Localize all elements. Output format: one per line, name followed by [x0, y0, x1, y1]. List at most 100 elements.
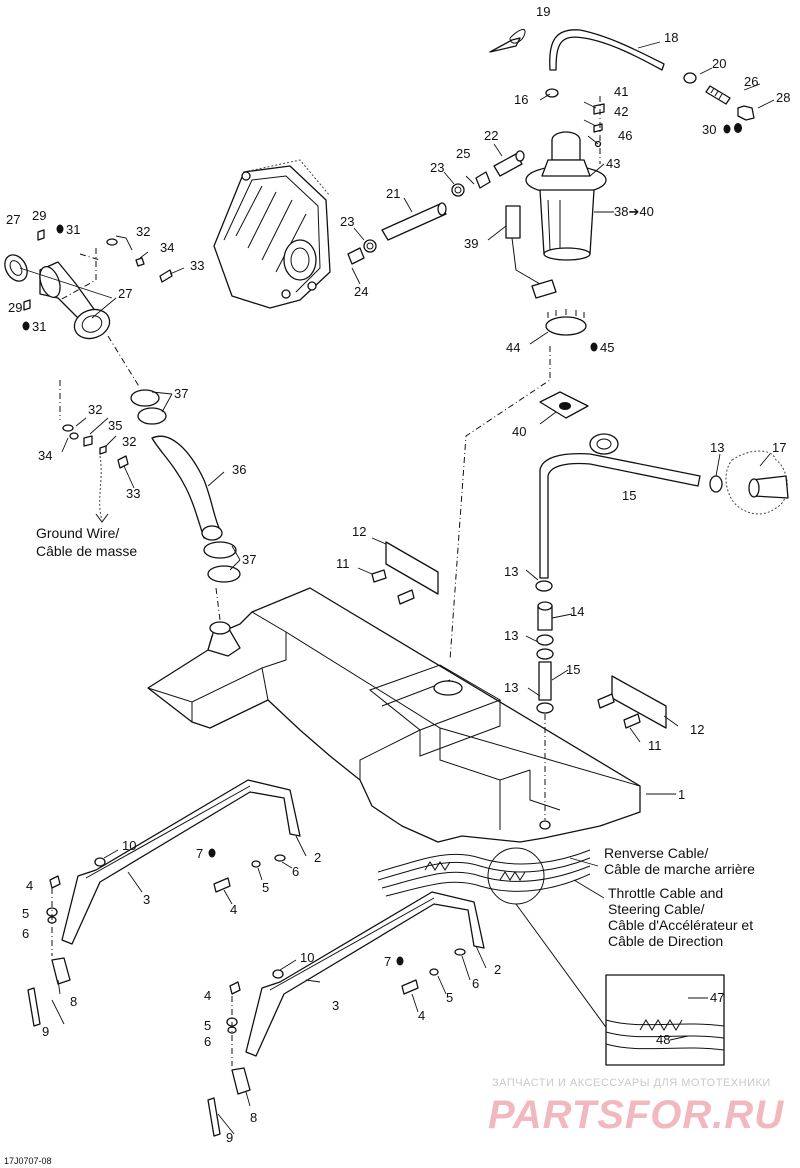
ground-wire-label-fr: Câble de masse: [36, 543, 137, 559]
callout-6: 6: [204, 1034, 211, 1049]
throttle-cable-label-2: Steering Cable/: [608, 901, 705, 917]
callout-4: 4: [26, 878, 33, 893]
callout-34: 34: [38, 448, 52, 463]
throttle-cable-label-3: Câble d'Accélérateur et: [608, 917, 753, 933]
callout-11: 11: [648, 738, 662, 753]
callout-2: 2: [494, 962, 501, 977]
callout-1: 1: [678, 787, 685, 802]
drop-icon: [208, 848, 216, 858]
callout-39: 39: [464, 236, 478, 251]
callout-21: 21: [386, 186, 400, 201]
callout-32: 32: [122, 434, 136, 449]
callout-33: 33: [190, 258, 204, 273]
callout-5: 5: [262, 880, 269, 895]
drawing-code: 17J0707-08: [4, 1156, 52, 1166]
leader-lines: [19, 41, 775, 1135]
callout-12: 12: [352, 524, 366, 539]
callout-5: 5: [446, 990, 453, 1005]
callout-33: 33: [126, 486, 140, 501]
strap-lower: [207, 891, 485, 1137]
callout-38-40: 38➔40: [614, 204, 654, 219]
callout-11: 11: [336, 556, 350, 571]
callout-42: 42: [614, 104, 628, 119]
detail-inset: [605, 974, 725, 1066]
callout-44: 44: [506, 340, 520, 355]
drop-icon: [396, 956, 404, 966]
callout-5: 5: [22, 906, 29, 921]
callout-9: 9: [42, 1024, 49, 1039]
throttle-cable-label-1: Throttle Cable and: [608, 885, 723, 901]
callout-28: 28: [776, 90, 790, 105]
callout-48: 48: [656, 1032, 670, 1047]
callout-13: 13: [504, 628, 518, 643]
reverse-cable-label-en: Renverse Cable/: [604, 845, 708, 861]
fuel-tank: [147, 587, 641, 843]
callout-40: 40: [512, 424, 526, 439]
callout-41: 41: [614, 84, 628, 99]
callout-19: 19: [536, 4, 550, 19]
callout-16: 16: [514, 92, 528, 107]
callout-20: 20: [712, 56, 726, 71]
callout-32: 32: [136, 224, 150, 239]
callout-15: 15: [566, 662, 580, 677]
cable-bundle: [377, 847, 609, 1031]
callout-13: 13: [504, 680, 518, 695]
callout-36: 36: [232, 462, 246, 477]
callout-23: 23: [430, 160, 444, 175]
callout-15: 15: [622, 488, 636, 503]
callout-8: 8: [250, 1110, 257, 1125]
callout-18: 18: [664, 30, 678, 45]
callout-23: 23: [340, 214, 354, 229]
callout-35: 35: [108, 418, 122, 433]
callout-37: 37: [174, 386, 188, 401]
callout-32: 32: [88, 402, 102, 417]
drop-icon: [22, 321, 30, 331]
bracket-12: [371, 541, 667, 729]
callout-14: 14: [570, 604, 584, 619]
callout-29: 29: [8, 300, 22, 315]
callout-8: 8: [70, 994, 77, 1009]
drop-icon: [56, 224, 64, 234]
callout-26: 26: [744, 74, 758, 89]
fuel-line: [535, 433, 789, 820]
callout-13: 13: [504, 564, 518, 579]
throttle-cable-label-4: Câble de Direction: [608, 933, 723, 949]
callout-6: 6: [292, 864, 299, 879]
drop-icon: [590, 342, 598, 352]
callout-29: 29: [32, 208, 46, 223]
ground-wire-label-en: Ground Wire/: [36, 525, 119, 541]
watermark-logo: PARTSFOR.RU: [488, 1093, 784, 1137]
callout-31: 31: [32, 319, 46, 334]
callout-9: 9: [226, 1130, 233, 1145]
vent-line: [489, 29, 755, 164]
callout-47: 47: [710, 990, 724, 1005]
callout-43: 43: [606, 156, 620, 171]
fuel-hose-21: [347, 150, 525, 265]
callout-37: 37: [242, 552, 256, 567]
callout-4: 4: [204, 988, 211, 1003]
callout-13: 13: [710, 440, 724, 455]
callout-4: 4: [230, 902, 237, 917]
intake-manifold: [213, 159, 331, 309]
callout-27: 27: [118, 286, 132, 301]
callout-5: 5: [204, 1018, 211, 1033]
callout-45: 45: [600, 340, 614, 355]
callout-10: 10: [300, 950, 314, 965]
callout-4: 4: [418, 1008, 425, 1023]
fuel-pump: [449, 131, 607, 661]
notes: Ground Wire/ Câble de masse Renverse Cab…: [36, 525, 755, 949]
drop-icon: [723, 124, 731, 134]
callout-2: 2: [314, 850, 321, 865]
callout-3: 3: [143, 892, 150, 907]
callout-24: 24: [354, 284, 368, 299]
callout-25: 25: [456, 146, 470, 161]
callout-46: 46: [618, 128, 632, 143]
callout-27: 27: [6, 212, 20, 227]
air-intake: [4, 229, 241, 621]
callout-labels: 1 2 2 3 3 4 4 4 4 5 5 5 5 6 6 6 6 7 7 8 …: [6, 4, 790, 1145]
callout-31: 31: [66, 222, 80, 237]
watermark-tagline: ЗАПЧАСТИ И АКСЕССУАРЫ ДЛЯ МОТОТЕХНИКИ: [492, 1077, 771, 1089]
callout-22: 22: [484, 128, 498, 143]
callout-34: 34: [160, 240, 174, 255]
